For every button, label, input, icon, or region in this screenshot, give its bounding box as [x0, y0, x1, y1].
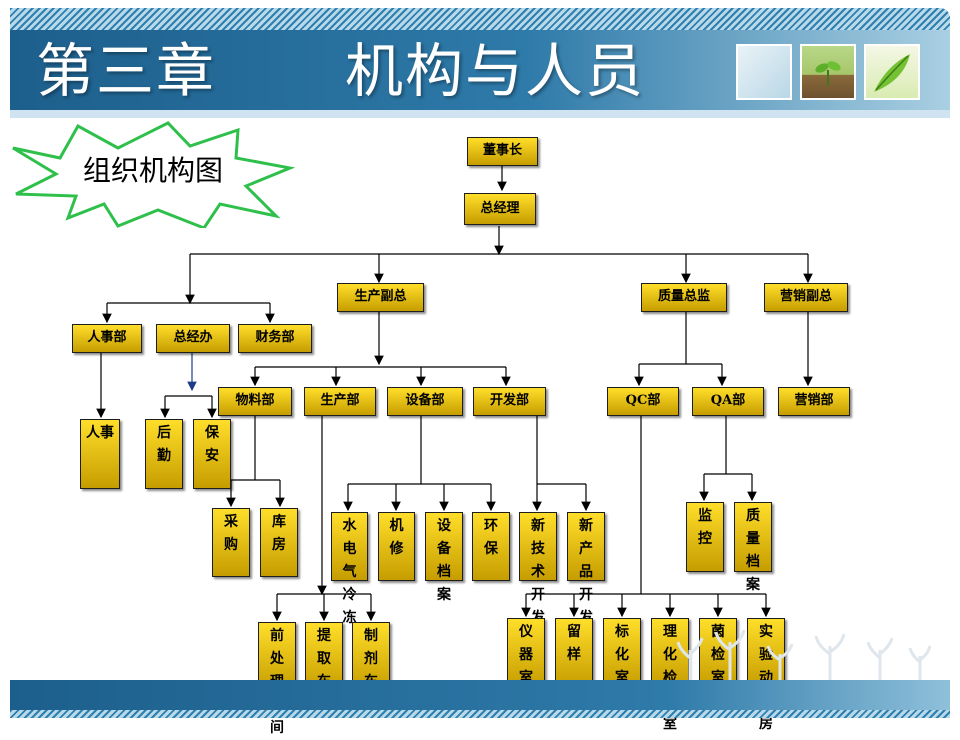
sprout-photo-thumbnail [800, 44, 856, 100]
new-technology-development-box: 新技术开发 [519, 512, 557, 626]
org-chart-callout-label: 组织机构图 [82, 154, 223, 187]
sales-department-box: 营销部 [778, 387, 850, 416]
materials-department-box: 物料部 [218, 387, 292, 416]
logistics-box: 后勤 [145, 419, 183, 489]
production-department-box: 生产部 [304, 387, 376, 416]
chapter-title: 第三章 [36, 37, 217, 105]
rd-department-box: 开发部 [473, 387, 546, 416]
instrument-room-box: 仪器室 [507, 618, 545, 688]
environmental-protection-box: 环保 [472, 512, 510, 581]
hr-box: 人事 [80, 419, 120, 489]
header-underline [10, 110, 950, 118]
sprout-icon [815, 61, 841, 86]
quality-archive-box: 质量档案 [734, 502, 772, 593]
plant-silhouette-decoration [676, 629, 932, 680]
header-stripe [10, 8, 950, 30]
equipment-archive-box: 设备档案 [425, 512, 463, 603]
equipment-department-box: 设备部 [387, 387, 463, 416]
sales-vp-box: 营销副总 [764, 283, 848, 312]
production-vp-box: 生产副总 [337, 283, 424, 312]
hr-department-box: 人事部 [72, 324, 142, 353]
utilities-refrigeration-box: 水电气冷冻 [331, 512, 368, 626]
sample-retention-box: 留样 [555, 618, 593, 688]
qc-department-box: QC部 [607, 387, 679, 416]
purchasing-box: 采购 [212, 508, 250, 577]
slide-title: 机构与人员 [345, 37, 646, 105]
header-bar [10, 30, 950, 110]
leaf-photo-thumbnail [864, 44, 920, 100]
standardization-room-box: 标化室 [603, 618, 641, 688]
starburst-callout-shape [12, 121, 296, 228]
security-box: 保安 [193, 419, 231, 489]
gm-office-box: 总经办 [156, 324, 230, 353]
photo-thumbnail-blank [736, 44, 792, 100]
org-chart-connectors [96, 166, 813, 622]
monitoring-box: 监控 [686, 502, 724, 572]
quality-director-box: 质量总监 [641, 283, 727, 312]
finance-department-box: 财务部 [238, 324, 312, 353]
repair-box: 机修 [378, 512, 415, 581]
chairman-box: 董事长 [467, 137, 538, 166]
qa-department-box: QA部 [692, 387, 764, 416]
general-manager-box: 总经理 [464, 193, 536, 225]
leaf-icon [874, 54, 910, 92]
footer-stripe [10, 710, 950, 718]
warehouse-box: 库房 [260, 508, 298, 577]
footer-bar [10, 680, 950, 710]
new-product-development-box: 新产品开发 [567, 512, 605, 626]
